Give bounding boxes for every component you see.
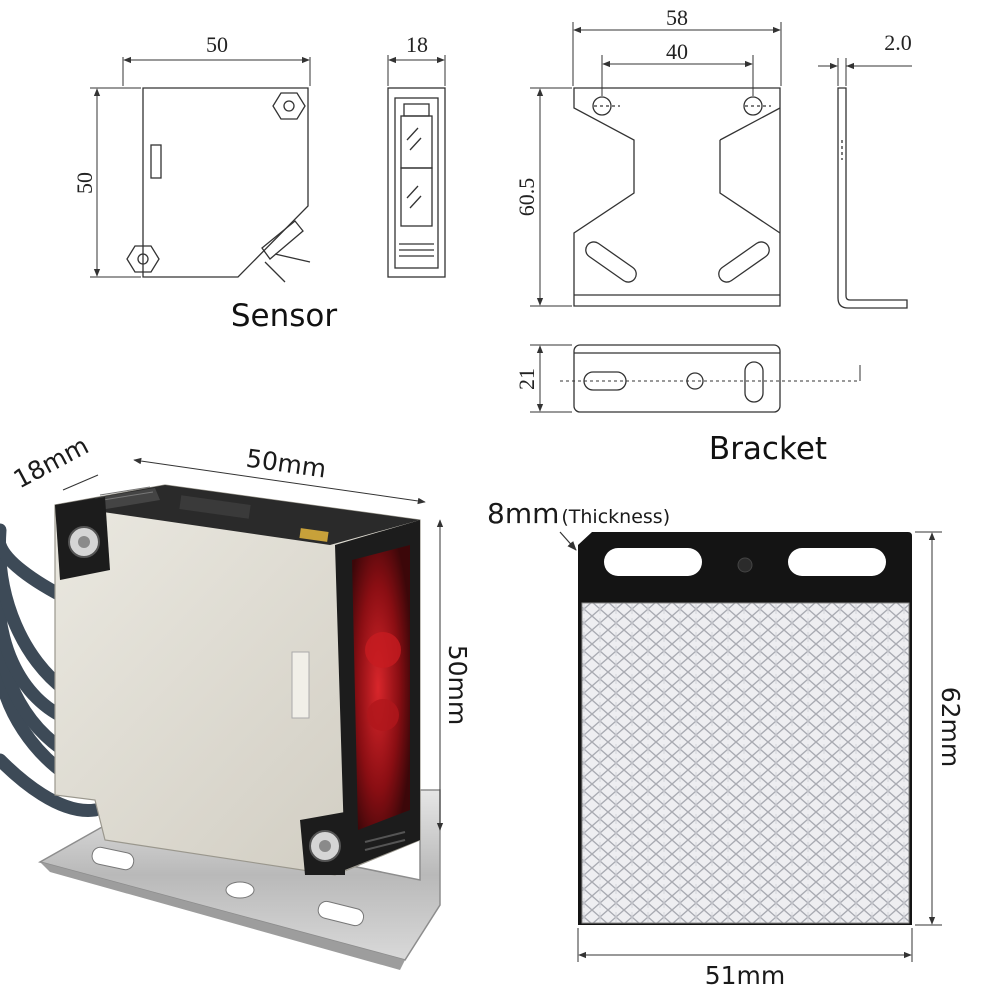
sensor-depth-dimension: 18 <box>387 32 446 86</box>
reflector-thickness-word: (Thickness) <box>561 506 670 528</box>
reflector-prism-image <box>582 603 909 923</box>
bracket-side-height-dimension: 21 <box>514 344 572 413</box>
sensor-side-drawing <box>387 87 446 278</box>
sensor-width-label: 50 <box>206 32 228 57</box>
sensor-height-dimension: 50 <box>72 87 141 278</box>
photo-sensor-height-dimension: 50mm <box>436 519 472 831</box>
sensor-depth-label: 18 <box>406 32 428 57</box>
svg-text:8mm(Thickness): 8mm(Thickness) <box>487 497 670 530</box>
bracket-height-dimension: 60.5 <box>514 87 572 307</box>
bracket-overall-width-label: 58 <box>666 5 688 30</box>
reflector-height-dimension: 62mm <box>915 531 965 926</box>
bracket-thickness-label: 2.0 <box>884 30 912 55</box>
bracket-overall-width-dimension: 58 <box>572 5 782 86</box>
photo-sensor-depth-label: 18mm <box>9 431 94 494</box>
reflector-thickness-callout: 8mm(Thickness) <box>487 497 670 551</box>
bracket-bottom-drawing <box>560 344 861 413</box>
sensor-width-dimension: 50 <box>122 32 311 86</box>
sensor-photo <box>0 484 441 970</box>
photo-sensor-height-label: 50mm <box>443 645 472 726</box>
bracket-thickness-dimension: 2.0 <box>818 30 912 86</box>
reflector-height-label: 62mm <box>936 687 965 768</box>
bracket-caption: Bracket <box>709 431 827 467</box>
reflector-width-dimension: 51mm <box>577 928 913 990</box>
photo-sensor-depth-dimension: 18mm <box>9 431 99 494</box>
sensor-front-drawing <box>126 87 311 283</box>
reflector-photo <box>578 532 912 925</box>
bracket-side-drawing <box>837 87 908 309</box>
bracket-height-label: 60.5 <box>514 178 539 217</box>
reflector-width-label: 51mm <box>705 961 786 990</box>
bracket-front-drawing <box>573 87 781 307</box>
red-lens-image <box>352 545 410 830</box>
reflector-thickness-label: 8mm <box>487 497 559 530</box>
bracket-hole-spacing-label: 40 <box>666 39 688 64</box>
sensor-height-label: 50 <box>72 172 97 194</box>
bracket-side-height-label: 21 <box>514 368 539 390</box>
bracket-hole-spacing-dimension: 40 <box>601 39 754 96</box>
sensor-caption: Sensor <box>231 298 338 334</box>
